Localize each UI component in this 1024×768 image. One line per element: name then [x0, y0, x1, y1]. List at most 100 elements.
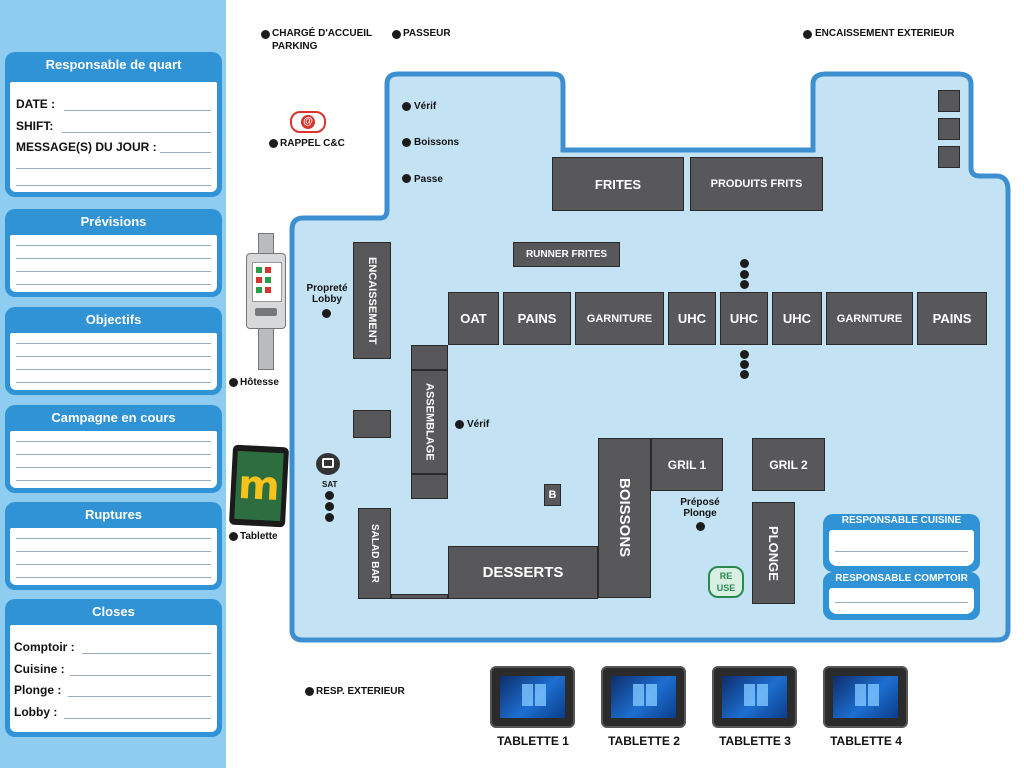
station-gril-1: GRIL 1 — [651, 438, 723, 491]
storage-square — [938, 118, 960, 140]
card-body — [10, 431, 217, 488]
reuse-icon: RE USE — [708, 566, 744, 598]
station-uhc-2: UHC — [720, 292, 768, 345]
station-runner-frites: RUNNER FRITES — [513, 242, 620, 267]
prepose-dot — [696, 522, 705, 531]
cuisine-label: Cuisine : — [14, 662, 67, 676]
passeur-dot — [392, 30, 401, 39]
date-label: DATE : — [16, 97, 58, 111]
station-pains-1: PAINS — [503, 292, 571, 345]
assemblage-top-block — [411, 345, 448, 370]
verif-mid-label: Vérif — [467, 419, 490, 430]
resp-exterieur-label: RESP. EXTERIEUR — [316, 686, 405, 697]
tablet-label: TABLETTE 2 — [608, 734, 680, 748]
proprete-dot — [322, 309, 331, 318]
responsable-cuisine-title: RESPONSABLE CUISINE — [841, 515, 962, 526]
station-salad-bar: SALAD BAR — [358, 508, 391, 599]
card-body: DATE : SHIFT: MESSAGE(S) DU JOUR : — [10, 82, 217, 192]
parking-label: PARKING — [272, 41, 318, 52]
hotesse-label: Hôtesse — [240, 377, 279, 388]
reuse-line2: USE — [716, 583, 736, 593]
message-label: MESSAGE(S) DU JOUR : — [16, 140, 159, 154]
card-objectifs: Objectifs — [5, 307, 222, 395]
mcdonalds-logo-icon: m — [236, 461, 282, 511]
verif-top-dot — [402, 102, 411, 111]
card-previsions: Prévisions — [5, 209, 222, 297]
kiosk-stand — [258, 328, 274, 370]
station-desserts: DESSERTS — [448, 546, 598, 599]
hotesse-dot — [229, 378, 238, 387]
tablette-dot — [229, 532, 238, 541]
station-uhc-1: UHC — [668, 292, 716, 345]
tablet-device-icon — [601, 666, 686, 728]
station-assemblage: ASSEMBLAGE — [411, 370, 448, 474]
station-garniture-2: GARNITURE — [826, 292, 913, 345]
sidebar: Responsable de quart DATE : SHIFT: MESSA… — [0, 0, 226, 768]
tablet-label: TABLETTE 3 — [719, 734, 791, 748]
kiosk-icon — [246, 253, 286, 329]
resp-exterieur-dot — [305, 687, 314, 696]
card-body — [10, 235, 217, 292]
sat-icon — [316, 453, 340, 475]
small-station — [353, 410, 391, 438]
station-uhc-3: UHC — [772, 292, 822, 345]
station-plonge: PLONGE — [752, 502, 795, 604]
station-produits-frits: PRODUITS FRITS — [690, 157, 823, 211]
proprete-label-line1: Propreté — [306, 283, 348, 294]
rappel-icon: @ — [290, 111, 326, 133]
comptoir-label: Comptoir : — [14, 640, 77, 654]
station-b: B — [544, 484, 561, 506]
prepose-label-line2: Plonge — [683, 508, 717, 519]
sat-label: SAT — [322, 480, 338, 489]
tablet-device-icon — [490, 666, 575, 728]
storage-square — [938, 146, 960, 168]
mcdonalds-tablet-icon: m — [228, 444, 290, 528]
uhc-dot — [740, 350, 749, 359]
tablet-label: TABLETTE 4 — [830, 734, 902, 748]
responsable-comptoir-box: RESPONSABLE COMPTOIR — [823, 572, 980, 620]
card-body — [10, 333, 217, 390]
boissons-label: Boissons — [414, 137, 460, 148]
passeur-label: PASSEUR — [403, 28, 451, 39]
responsable-cuisine-box: RESPONSABLE CUISINE — [823, 514, 980, 572]
uhc-dot — [740, 280, 749, 289]
storage-square — [938, 90, 960, 112]
charge-accueil-label: CHARGÉ D'ACCUEIL — [272, 28, 373, 39]
card-title: Closes — [92, 604, 135, 619]
card-campagne: Campagne en cours — [5, 405, 222, 493]
proprete-label-line2: Lobby — [312, 294, 342, 305]
sat-dot — [325, 491, 334, 500]
card-title: Objectifs — [85, 312, 142, 327]
plonge-label: Plonge : — [14, 683, 64, 697]
station-encaissement: ENCAISSEMENT — [353, 242, 391, 359]
salad-bar-connector — [391, 594, 448, 599]
tablet-label: TABLETTE 1 — [497, 734, 569, 748]
charge-accueil-dot — [261, 30, 270, 39]
shift-label: SHIFT: — [16, 119, 56, 133]
rappel-dot — [269, 139, 278, 148]
boissons-dot — [402, 138, 411, 147]
card-responsable: Responsable de quart DATE : SHIFT: MESSA… — [5, 52, 222, 197]
rappel-label: RAPPEL C&C — [280, 138, 345, 149]
card-title: Ruptures — [84, 507, 143, 522]
card-title: Prévisions — [80, 214, 147, 229]
station-frites: FRITES — [552, 157, 684, 211]
card-body: Comptoir : Cuisine : Plonge : Lobby : — [10, 625, 217, 732]
passe-dot — [402, 174, 411, 183]
station-boissons: BOISSONS — [598, 438, 651, 598]
uhc-dot — [740, 270, 749, 279]
passe-label: Passe — [414, 174, 443, 185]
verif-top-label: Vérif — [414, 101, 437, 112]
tablet-device-icon — [712, 666, 797, 728]
assemblage-bottom-block — [411, 474, 448, 499]
card-title: Campagne en cours — [51, 410, 176, 425]
station-oat: OAT — [448, 292, 499, 345]
card-title: Responsable de quart — [45, 57, 182, 72]
station-garniture-1: GARNITURE — [575, 292, 664, 345]
uhc-dot — [740, 259, 749, 268]
responsable-comptoir-title: RESPONSABLE COMPTOIR — [835, 573, 968, 584]
station-pains-2: PAINS — [917, 292, 987, 345]
